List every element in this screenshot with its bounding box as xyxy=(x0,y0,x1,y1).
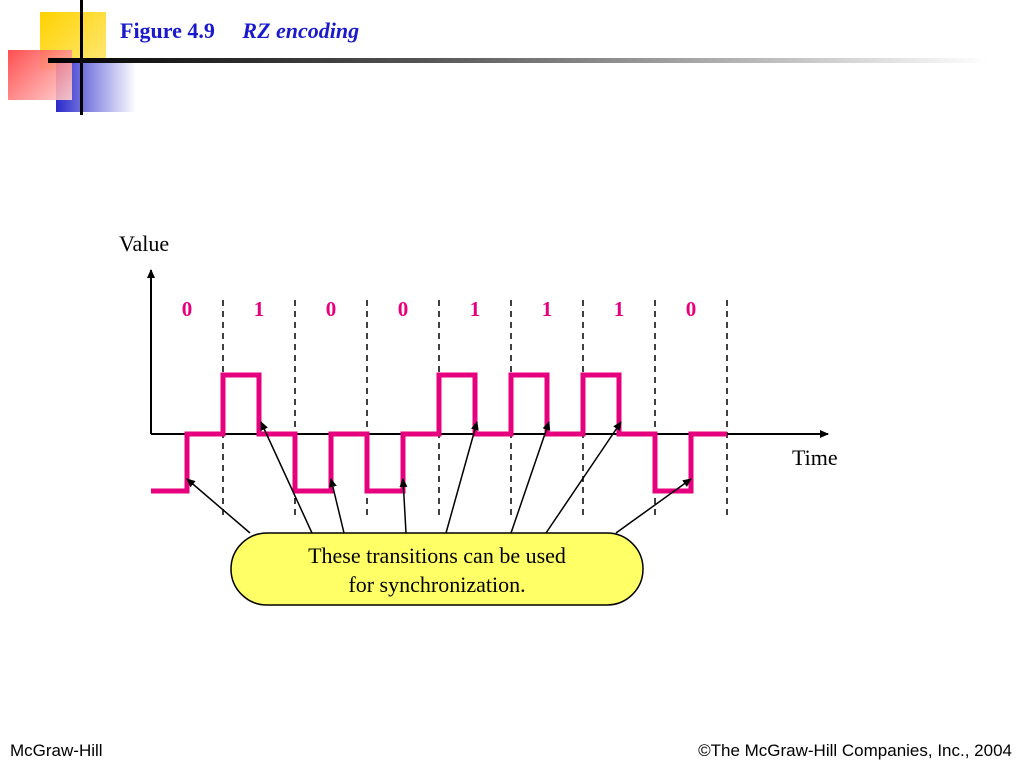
sync-arrow xyxy=(328,478,345,534)
bit-label: 0 xyxy=(686,297,697,321)
slide-title: Figure 4.9 RZ encoding xyxy=(120,18,359,44)
y-axis-label: Value xyxy=(119,231,169,256)
callout-bubble xyxy=(230,532,644,606)
footer-copyright: ©The McGraw-Hill Companies, Inc., 2004 xyxy=(698,741,1012,760)
bit-labels: 0 1 0 0 1 1 1 0 xyxy=(182,297,697,321)
figure-number: Figure 4.9 xyxy=(120,18,215,43)
footer-publisher: McGraw-Hill xyxy=(10,741,103,760)
sync-arrows xyxy=(186,421,692,534)
bit-label: 1 xyxy=(542,297,553,321)
sync-arrow xyxy=(260,421,313,534)
bit-label: 0 xyxy=(398,297,409,321)
sync-arrow xyxy=(545,421,622,534)
x-axis-label: Time xyxy=(792,445,838,470)
bit-label: 1 xyxy=(470,297,481,321)
bit-label: 1 xyxy=(614,297,625,321)
callout-line-1: These transitions can be used xyxy=(308,543,566,568)
sync-arrow xyxy=(445,421,479,534)
header-horizontal-rule xyxy=(48,58,988,63)
bit-label: 0 xyxy=(326,297,337,321)
sync-arrow xyxy=(399,478,408,534)
sync-arrow xyxy=(510,421,551,534)
sync-arrow xyxy=(615,478,692,534)
bit-label: 1 xyxy=(254,297,265,321)
sync-arrow xyxy=(186,478,251,534)
callout-line-2: for synchronization. xyxy=(348,572,525,597)
header-vertical-rule xyxy=(80,0,83,115)
figure-title: RZ encoding xyxy=(242,18,360,43)
bit-label: 0 xyxy=(182,297,193,321)
